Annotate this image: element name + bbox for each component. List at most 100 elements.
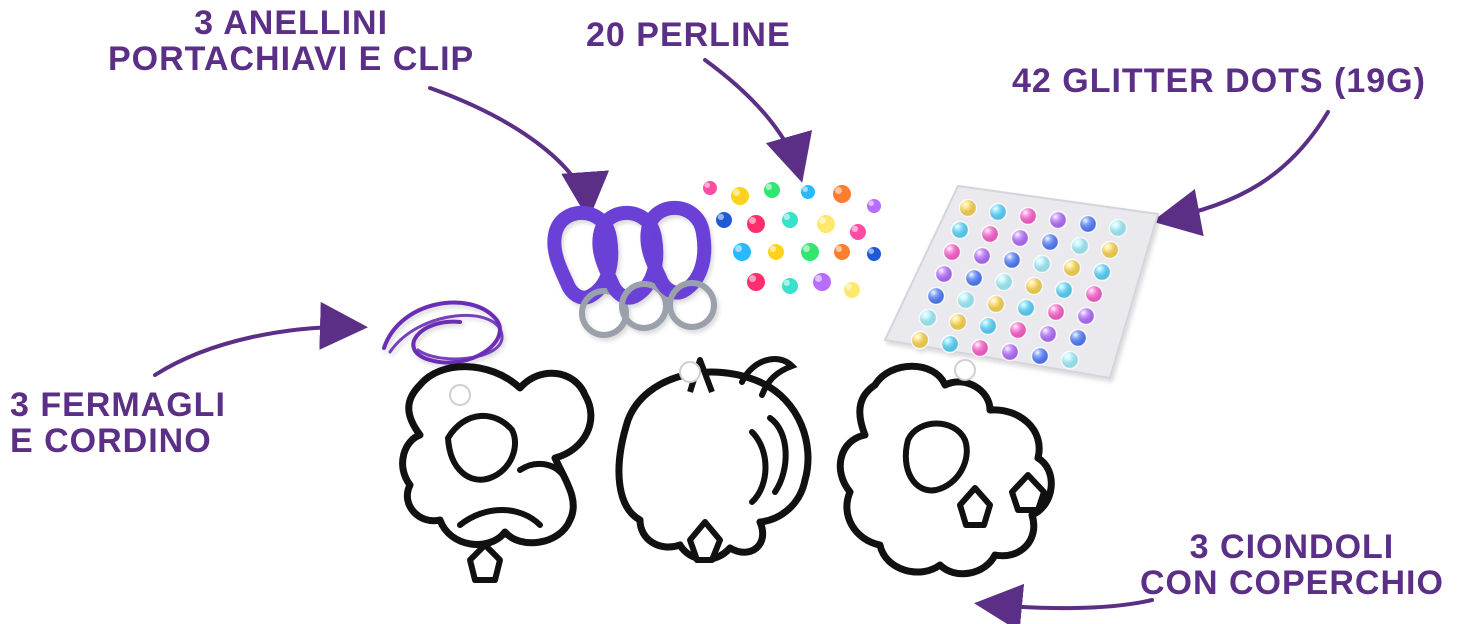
glitter-dots-grid (910, 198, 1128, 370)
glitter-dot-shine (1093, 263, 1111, 281)
bead (865, 197, 883, 215)
bead (815, 213, 837, 235)
glitter-dot-shine (1063, 259, 1081, 277)
bead-highlight (868, 200, 874, 206)
label-perline-line1: 20 PERLINE (586, 16, 791, 54)
bead (799, 183, 817, 201)
arrow-ciondoli (974, 583, 1154, 624)
label-fermagli: 3 FERMAGLI E CORDINO (10, 386, 226, 460)
bead (731, 241, 753, 263)
glitter-dot-shine (1069, 329, 1087, 347)
bead-highlight (835, 187, 842, 194)
glitter-dot-shine (943, 243, 961, 261)
glitter-dot-shine (1011, 229, 1029, 247)
label-anellini-line2: PORTACHIAVI E CLIP (108, 39, 475, 78)
bead-highlight (783, 279, 790, 286)
bead (848, 222, 868, 242)
beads-cluster (701, 179, 883, 300)
bead-highlight (803, 245, 810, 252)
glitter-dot-shine (973, 247, 991, 265)
bead (799, 241, 821, 263)
glitter-dot-shine (987, 295, 1005, 313)
bead-highlight (765, 183, 772, 191)
glitter-dot-shine (971, 339, 989, 357)
bead-highlight (749, 275, 756, 282)
glitter-dot-shine (1019, 207, 1037, 225)
bead-highlight (815, 275, 822, 282)
bead (831, 183, 853, 205)
pendant-llama (836, 359, 1055, 578)
bead-highlight (704, 182, 710, 188)
glitter-dot-shine (959, 199, 977, 217)
bead-highlight (783, 213, 790, 221)
bead (762, 180, 782, 200)
glitter-dot-shine (981, 225, 999, 243)
label-anellini: 3 ANELLINI PORTACHIAVI E CLIP (108, 4, 475, 78)
glitter-dot-shine (979, 317, 997, 335)
bead (780, 210, 800, 230)
glitter-dot-shine (935, 265, 953, 283)
label-glitter-dots-line1: 42 GLITTER DOTS (19g) (1012, 62, 1426, 100)
bead (865, 245, 883, 263)
glitter-dot-shine (1003, 251, 1021, 269)
glitter-dot-shine (951, 221, 969, 239)
pendant-whale (615, 356, 812, 563)
bead-highlight (733, 189, 740, 196)
label-ciondoli-line1: 3 CIONDOLI (1189, 528, 1395, 566)
bead (832, 242, 852, 262)
label-fermagli-line2: E CORDINO (10, 421, 212, 460)
bead-highlight (717, 213, 724, 221)
bead-highlight (802, 186, 808, 192)
bead (766, 242, 786, 262)
label-perline: 20 PERLINE (586, 16, 791, 54)
clip-3 (640, 200, 717, 330)
bead-highlight (868, 248, 874, 254)
glitter-dot-shine (927, 287, 945, 305)
label-fermagli-line1: 3 FERMAGLI (10, 386, 226, 424)
glitter-dot-shine (919, 309, 937, 327)
bead (745, 213, 767, 235)
label-glitter-dots: 42 GLITTER DOTS (19g) (1012, 62, 1426, 100)
glitter-dot-shine (957, 291, 975, 309)
bead (842, 280, 862, 300)
glitter-dot-shine (1001, 343, 1019, 361)
glitter-dot-shine (989, 203, 1007, 221)
bead-highlight (749, 217, 756, 224)
bead (745, 271, 767, 293)
label-ciondoli-line2: CON COPERCHIO (1140, 563, 1444, 602)
label-anellini-line1: 3 ANELLINI (194, 4, 389, 42)
pendant-fox (399, 363, 595, 583)
bead-highlight (819, 217, 826, 224)
glitter-dot-shine (1049, 211, 1067, 229)
arrow-glitter (1152, 110, 1330, 237)
bead-highlight (851, 225, 858, 233)
glitter-dot-shine (1079, 215, 1097, 233)
glitter-dot-shine (1109, 219, 1127, 237)
glitter-dots-tray (883, 184, 1160, 380)
bead (811, 271, 833, 293)
glitter-dot-shine (1061, 351, 1079, 369)
clips-and-keyrings (547, 200, 717, 338)
glitter-dot-shine (1041, 233, 1059, 251)
bead-highlight (835, 245, 842, 253)
bead (714, 210, 734, 230)
cord (382, 300, 504, 365)
glitter-dot-shine (1025, 277, 1043, 295)
glitter-dot-shine (1071, 237, 1089, 255)
glitter-dot-shine (995, 273, 1013, 291)
bead (729, 185, 751, 207)
label-ciondoli: 3 CIONDOLI CON COPERCHIO (1140, 528, 1444, 602)
bead-highlight (735, 245, 742, 252)
glitter-dot-shine (941, 335, 959, 353)
arrow-fermagli (153, 301, 368, 377)
bead (701, 179, 719, 197)
glitter-dot-shine (1017, 299, 1035, 317)
glitter-dot-shine (1085, 285, 1103, 303)
glitter-dot-shine (1101, 241, 1119, 259)
pendants (399, 356, 1055, 583)
glitter-dot-shine (1031, 347, 1049, 365)
glitter-dot-shine (1039, 325, 1057, 343)
bead (780, 276, 800, 296)
